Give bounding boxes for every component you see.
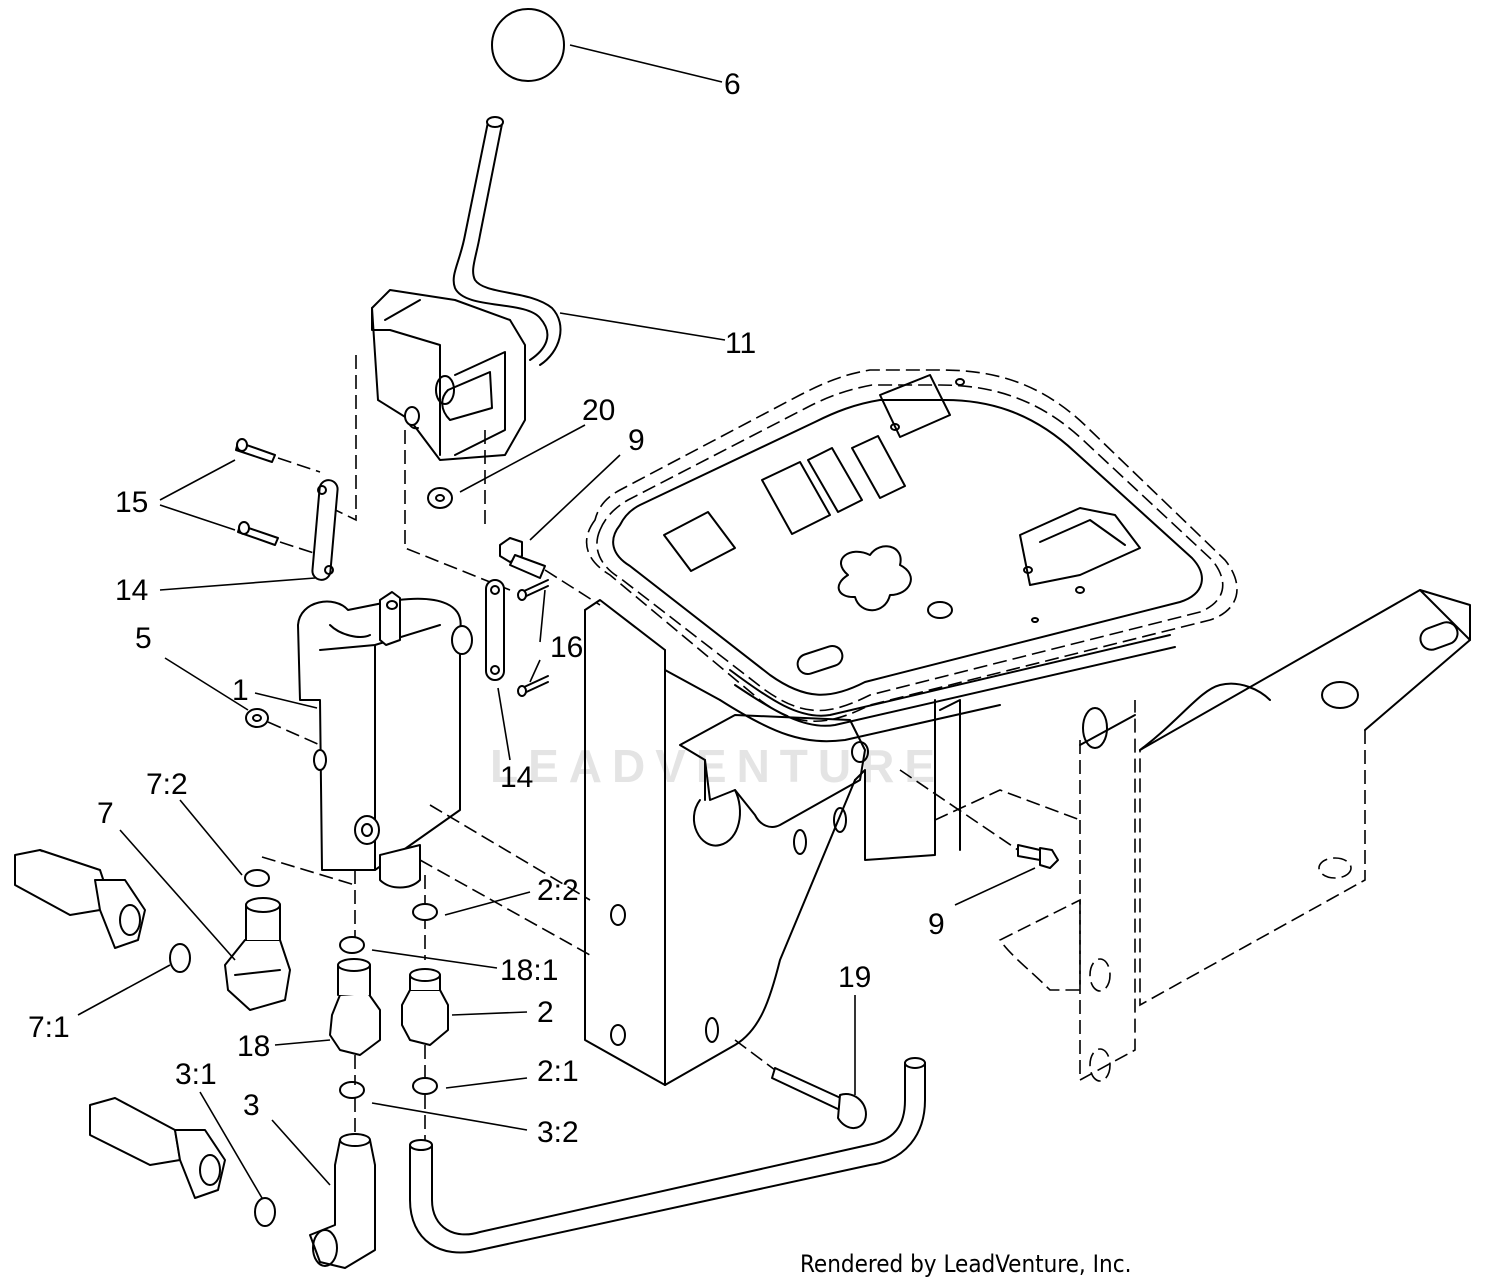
alignment-line [261, 856, 356, 886]
control-lever [452, 116, 562, 366]
callout-16: 16 [550, 631, 583, 664]
callout-6: 6 [724, 68, 741, 101]
alignment-line [404, 430, 511, 591]
o-ring-3-2 [339, 1081, 365, 1099]
control-console [585, 369, 1238, 743]
lever-housing [371, 289, 526, 461]
callout-3: 3 [243, 1089, 260, 1122]
link-14-left [311, 479, 339, 581]
link-14-right [485, 579, 505, 681]
fitting-18 [329, 958, 381, 1056]
o-ring-3-1 [254, 1197, 276, 1227]
callout-14-left: 14 [115, 574, 148, 607]
fitting-2 [401, 968, 449, 1046]
callout-18-1: 18:1 [500, 954, 558, 987]
bolt-9-upper [499, 537, 546, 579]
pin-15-upper [235, 438, 276, 463]
callout-2: 2 [537, 996, 554, 1029]
alignment-line [544, 569, 601, 606]
mounting-plate [998, 589, 1471, 1082]
callout-9-lower: 9 [928, 908, 945, 941]
callout-7: 7 [97, 797, 114, 830]
nut-20 [427, 487, 453, 509]
footer-credit: Rendered by LeadVenture, Inc. [800, 1250, 1131, 1278]
alignment-line [429, 804, 591, 901]
o-ring-2-1 [412, 1077, 438, 1095]
callout-11: 11 [725, 327, 756, 360]
o-ring-18-1 [339, 936, 365, 954]
valve-body [297, 591, 473, 889]
o-ring-7-2 [244, 869, 270, 887]
bolt-9-lower [1017, 844, 1059, 869]
pin-15-lower [237, 521, 279, 546]
callout-19: 19 [838, 961, 871, 994]
callout-7-2: 7:2 [146, 768, 188, 801]
clevis-pin-19 [771, 1067, 867, 1129]
alignment-line [419, 859, 591, 956]
hydraulic-hose-lower [89, 1097, 226, 1199]
nut-5 [245, 708, 269, 728]
callout-18: 18 [237, 1030, 270, 1063]
return-tube [409, 1057, 926, 1254]
elbow-fitting-7 [224, 897, 291, 1011]
knob [491, 8, 565, 82]
callout-1: 1 [232, 674, 249, 707]
callout-2-1: 2:1 [537, 1055, 579, 1088]
callout-9-upper: 9 [628, 424, 645, 457]
elbow-fitting-3 [309, 1133, 376, 1269]
callout-3-2: 3:2 [537, 1116, 579, 1149]
callout-7-1: 7:1 [28, 1011, 70, 1044]
hydraulic-hose-upper [14, 849, 146, 949]
callout-5: 5 [135, 622, 152, 655]
o-ring-7-1 [169, 943, 191, 973]
callout-2-2: 2:2 [537, 874, 579, 907]
callout-20: 20 [582, 394, 615, 427]
callout-14-right: 14 [500, 761, 533, 794]
callout-3-1: 3:1 [175, 1058, 217, 1091]
watermark-text: LEADVENTURE [490, 740, 945, 792]
callouts: 6 11 20 9 15 14 16 5 1 14 7:2 7 2:2 9 18… [28, 68, 945, 1149]
leader-lines [77, 44, 1036, 1199]
callout-15: 15 [115, 486, 148, 519]
o-ring-2-2 [412, 903, 438, 921]
